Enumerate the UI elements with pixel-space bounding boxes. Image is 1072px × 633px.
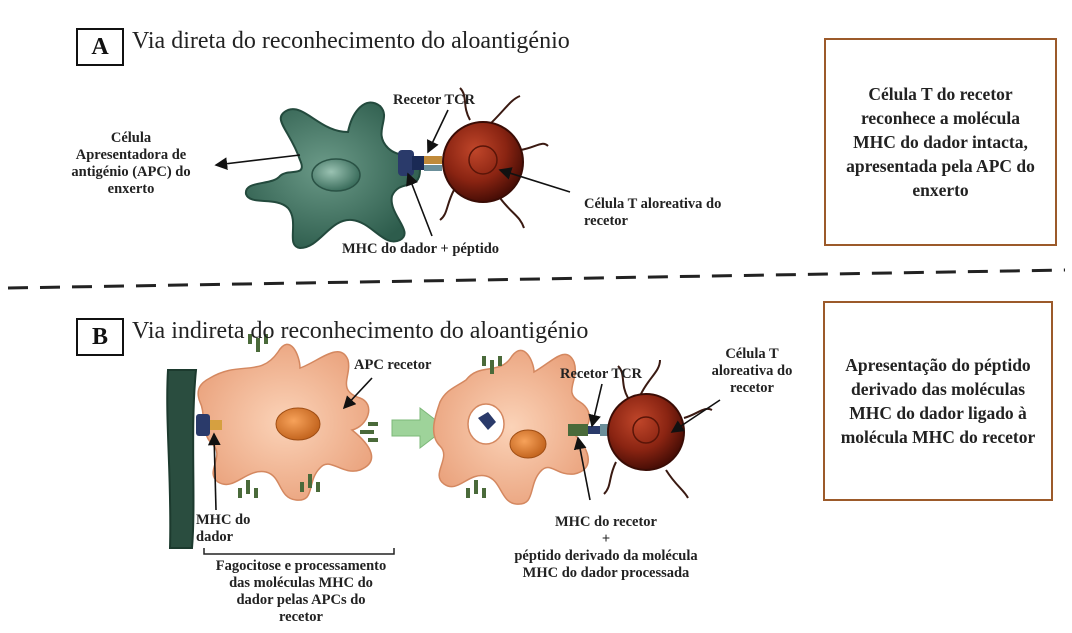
t-cell-a xyxy=(440,88,548,228)
panel-a-graphics xyxy=(216,88,570,248)
label-recetor-tcr-b: Recetor TCR xyxy=(560,366,642,383)
donor-graft-tissue xyxy=(167,370,196,548)
panel-b-letter: B xyxy=(76,318,124,356)
panel-a-info-box: Célula T do recetor reconhece a molécula… xyxy=(824,38,1057,246)
label-mhc-recetor: MHC do recetor + péptido derivado da mol… xyxy=(490,514,722,582)
label-apc-recetor: APC recetor xyxy=(354,357,431,374)
mhc-complex-icon xyxy=(398,150,414,176)
label-fagocitose: Fagocitose e processamento das moléculas… xyxy=(186,558,416,626)
panel-a-title: Via direta do reconhecimento do aloantig… xyxy=(132,28,570,55)
label-recetor-tcr-a: Recetor TCR xyxy=(393,92,475,109)
label-mhc-dador: MHC do dador xyxy=(196,512,250,546)
label-apc-enxerto: Célula Apresentadora de antigénio (APC) … xyxy=(52,130,210,198)
arrow-apc-label xyxy=(216,155,300,165)
graft-apc-nucleus xyxy=(312,159,360,191)
panel-a-info-text: Célula T do recetor reconhece a molécula… xyxy=(838,82,1043,202)
label-celula-t-b: Célula T aloreativa do recetor xyxy=(706,346,798,397)
recipient-mhc-complex-icon xyxy=(568,424,588,436)
arrow-mhc-label xyxy=(408,174,432,236)
recipient-apc-1-nucleus xyxy=(276,408,320,440)
label-mhc-peptido: MHC do dador + péptido xyxy=(342,241,499,258)
donor-mhc-icon xyxy=(196,414,210,436)
phagocytosis-bracket xyxy=(204,548,394,554)
arrow-tcr-b-label xyxy=(592,384,602,426)
panel-b-info-text: Apresentação do péptido derivado das mol… xyxy=(837,353,1039,449)
panel-b-title: Via indireta do reconhecimento do aloant… xyxy=(132,318,588,345)
panel-b-info-box: Apresentação do péptido derivado das mol… xyxy=(823,301,1053,501)
recipient-apc-2-nucleus xyxy=(510,430,546,458)
tcr-icon xyxy=(424,156,442,164)
arrow-tcr-label xyxy=(428,110,448,152)
panel-a-letter: A xyxy=(76,28,124,66)
label-celula-t-a: Célula T aloreativa do recetor xyxy=(584,196,721,230)
dashed-separator xyxy=(8,270,1065,288)
